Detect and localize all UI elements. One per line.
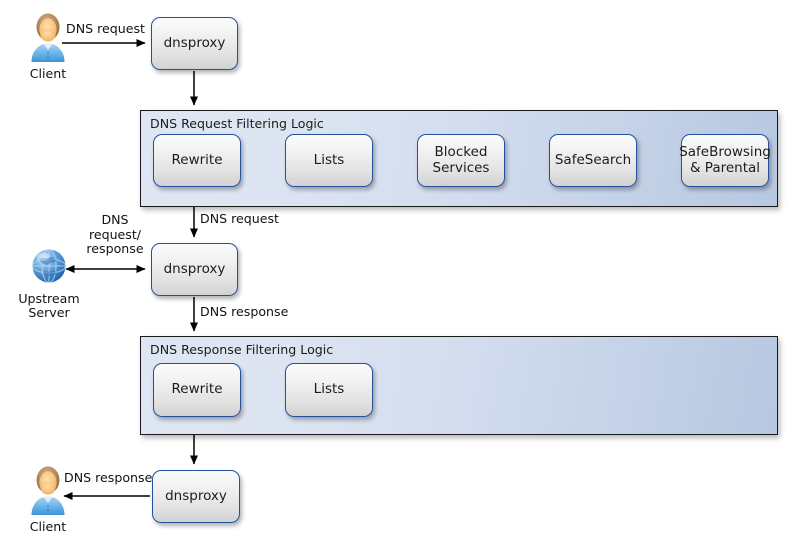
actor-caption: Client (29, 519, 67, 534)
stage-req-rewrite[interactable]: Rewrite (153, 134, 241, 187)
stage-label: Rewrite (171, 151, 223, 168)
edge-label-dnsproxy-to-response-group: DNS response (200, 304, 289, 319)
edge-label-client-to-dnsproxy: DNS request (66, 21, 145, 36)
stage-req-blocked-services[interactable]: Blocked Services (417, 134, 505, 187)
actor-caption: Client (29, 66, 67, 81)
node-label: dnsproxy (163, 260, 226, 277)
stage-label: Blocked Services (432, 144, 490, 176)
group-dns-response-filtering: DNS Response Filtering Logic (140, 336, 778, 435)
stage-req-safebrowsing-parental[interactable]: SafeBrowsing & Parental (679, 134, 771, 187)
group-title-response: DNS Response Filtering Logic (150, 342, 334, 357)
globe-icon (32, 249, 66, 283)
node-label: dnsproxy (165, 487, 227, 504)
stage-label: SafeBrowsing & Parental (679, 144, 771, 176)
stage-label: Rewrite (171, 381, 223, 398)
stage-label: Lists (313, 381, 345, 398)
node-dnsproxy-middle[interactable]: dnsproxy (151, 243, 238, 296)
actor-caption: Upstream Server (18, 291, 80, 321)
edge-label-dnsproxy-to-client: DNS response (64, 470, 153, 485)
stage-res-rewrite[interactable]: Rewrite (153, 363, 241, 417)
node-dnsproxy-top[interactable]: dnsproxy (151, 17, 238, 70)
user-icon (31, 13, 65, 62)
stage-req-safesearch[interactable]: SafeSearch (549, 134, 637, 187)
stage-req-lists[interactable]: Lists (285, 134, 373, 187)
user-icon (31, 466, 65, 515)
stage-res-lists[interactable]: Lists (285, 363, 373, 417)
stage-label: SafeSearch (554, 151, 632, 168)
actor-client-bottom: Client (16, 465, 80, 534)
edge-label-upstream-exchange: DNS request/ response (86, 212, 144, 257)
actor-upstream-server: Upstream Server (14, 243, 84, 321)
node-dnsproxy-bottom[interactable]: dnsproxy (152, 470, 240, 523)
edge-label-dnsproxy-to-request-group: DNS request (200, 211, 279, 226)
actor-client-top: Client (16, 12, 80, 81)
group-title-request: DNS Request Filtering Logic (150, 116, 324, 131)
node-label: dnsproxy (163, 34, 226, 51)
stage-label: Lists (313, 151, 345, 168)
